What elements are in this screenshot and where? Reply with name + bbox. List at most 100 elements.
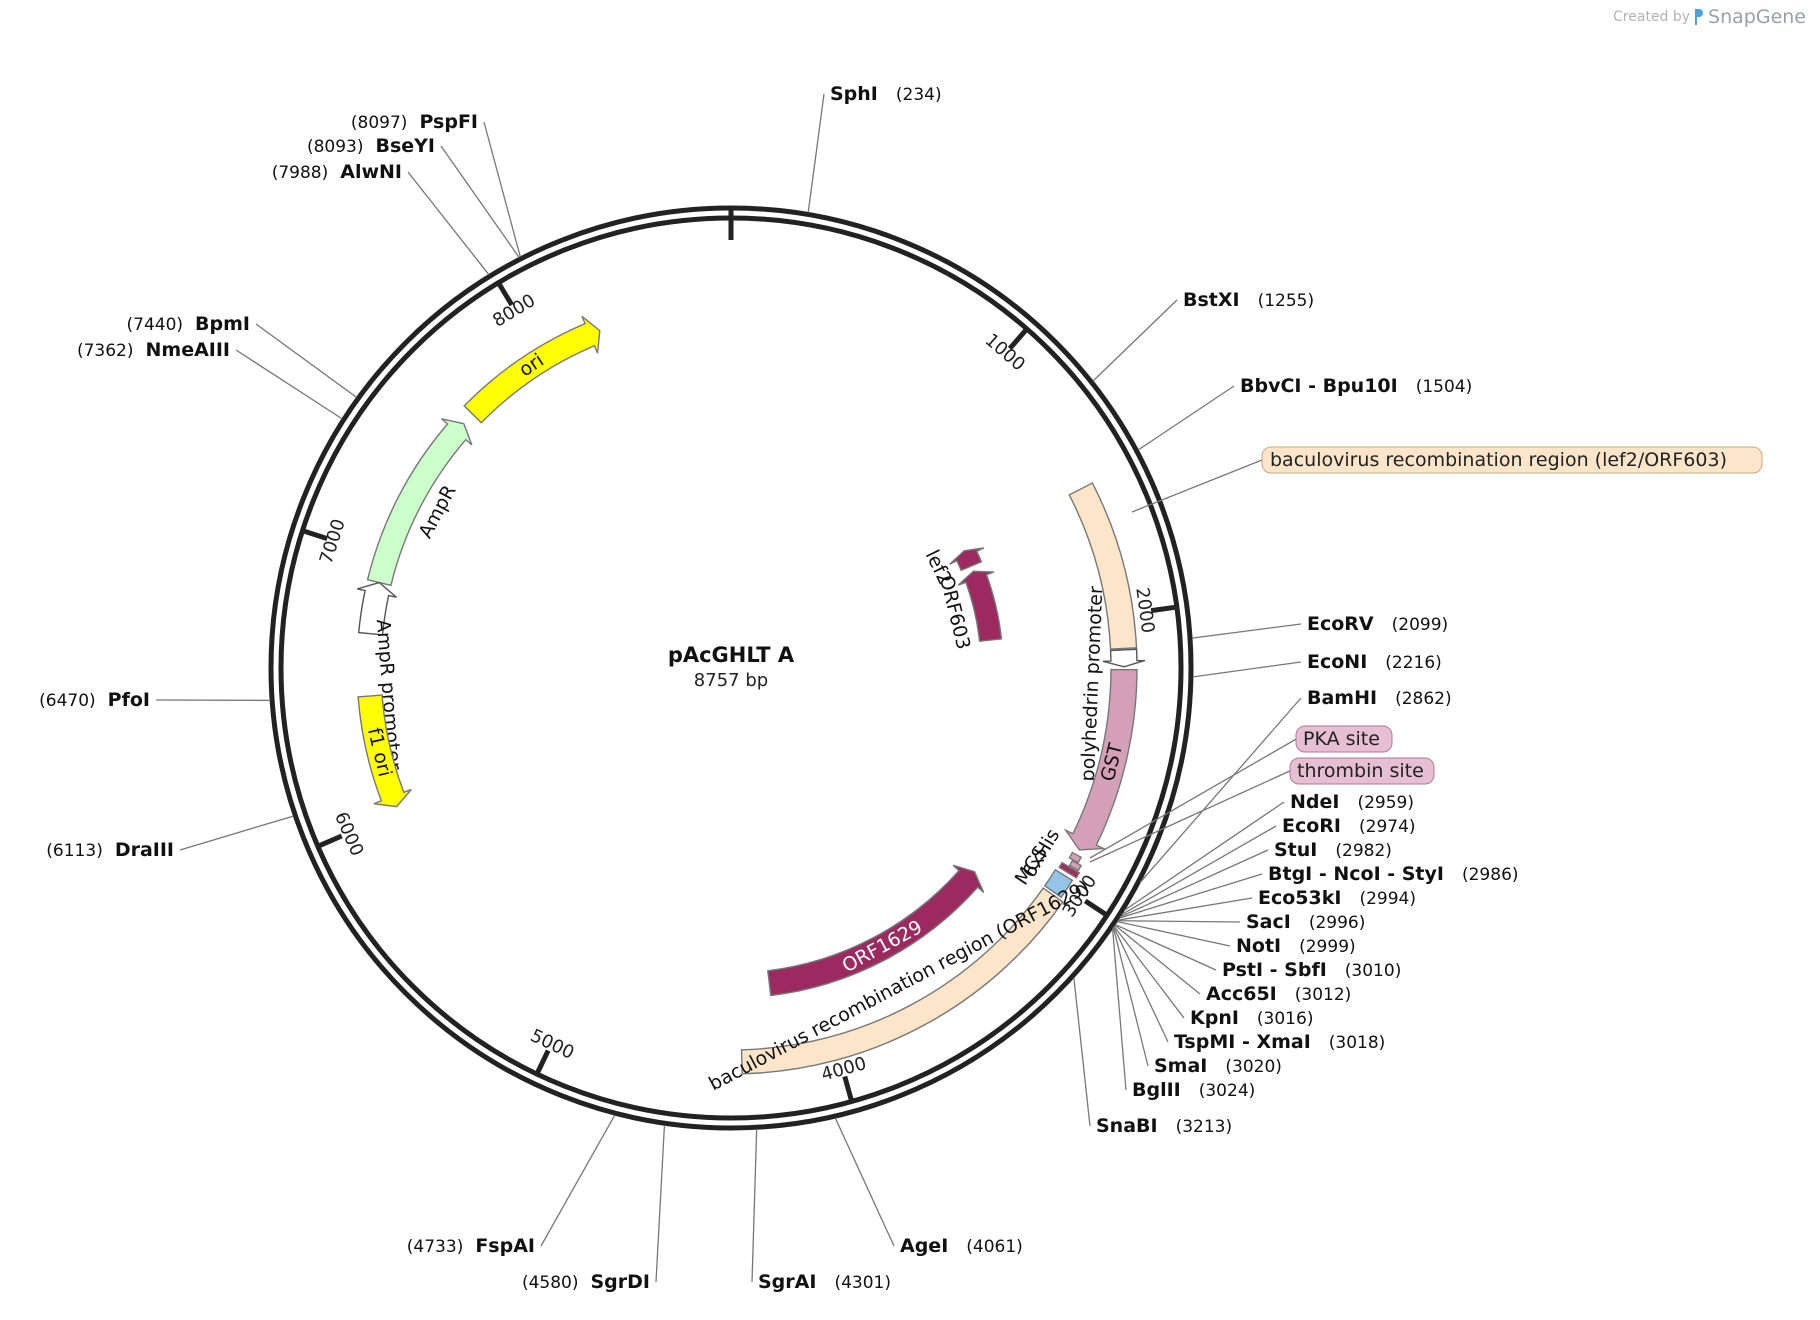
- site-line-sphi: [807, 93, 825, 213]
- callout-box[interactable]: [1289, 757, 1435, 785]
- site-line-noti: [1117, 920, 1231, 947]
- site-position: (7440): [127, 315, 184, 335]
- site-noti[interactable]: NotI (2999): [1236, 935, 1356, 957]
- site-line-bpmi: [255, 323, 357, 398]
- site-pspfi[interactable]: (8097)PspFI: [351, 111, 478, 133]
- site-smai[interactable]: SmaI(3020): [1154, 1055, 1282, 1077]
- site-alwni[interactable]: (7988)AlwNI: [272, 161, 402, 183]
- feature-callouts: baculovirus recombination region (lef2/O…: [1089, 446, 1763, 863]
- tick-mark: [842, 1075, 855, 1103]
- site-name: NotI: [1236, 935, 1281, 957]
- site-bamhi[interactable]: BamHI(2862): [1307, 687, 1452, 709]
- feature-thrombin-site[interactable]: [1068, 859, 1083, 872]
- tick-label: 5000: [527, 1025, 577, 1064]
- feature-polyhedrin-promoter[interactable]: [1102, 648, 1146, 668]
- feature-6xhis[interactable]: [1058, 861, 1081, 879]
- site-bglii[interactable]: BglII(3024): [1132, 1079, 1255, 1101]
- site-psti-sbfi[interactable]: PstI - SbfI(3010): [1222, 959, 1401, 981]
- feature-label-baculovirus-recombination-region-orf1629: baculovirus recombination region (ORF162…: [705, 876, 1093, 1095]
- site-saci[interactable]: SacI(2996): [1246, 911, 1365, 933]
- tick-mark: [1083, 898, 1109, 918]
- site-name: EcoNI: [1307, 651, 1367, 673]
- tick-mark: [316, 833, 343, 849]
- feature-baculovirus-recombination-region-orf1629[interactable]: [740, 887, 1064, 1075]
- site-bstxi[interactable]: BstXI(1255): [1183, 289, 1314, 311]
- site-position: (1504): [1416, 377, 1473, 397]
- plasmid-name: pAcGHLT A: [668, 643, 795, 667]
- site-econi[interactable]: EcoNI (2216): [1307, 651, 1442, 673]
- feature-ampr[interactable]: [366, 418, 473, 587]
- site-btgi-ncoi-styi[interactable]: BtgI - NcoI - StyI(2986): [1268, 863, 1519, 885]
- site-sgrdi[interactable]: (4580)SgrDI: [522, 1271, 650, 1293]
- site-position: (3018): [1329, 1033, 1386, 1053]
- site-nmeaiii[interactable]: (7362)NmeAIII: [77, 339, 230, 361]
- site-line-nmeaiii: [235, 349, 343, 420]
- site-name: EcoRV: [1307, 613, 1374, 635]
- site-acc65i[interactable]: Acc65I(3012): [1206, 983, 1351, 1005]
- site-position: (6470): [39, 691, 96, 711]
- site-eco53ki[interactable]: Eco53kI(2994): [1258, 887, 1416, 909]
- backbone-outer-ring: [268, 205, 1194, 1131]
- feature-orf1629[interactable]: [767, 864, 985, 997]
- site-ndei[interactable]: NdeI(2959): [1290, 791, 1414, 813]
- feature-lef2[interactable]: [949, 547, 985, 572]
- site-name: BstXI: [1183, 289, 1240, 311]
- site-ecori[interactable]: EcoRI(2974): [1282, 815, 1416, 837]
- site-line-fspai: [540, 1114, 616, 1247]
- site-sphi[interactable]: SphI (234): [830, 83, 942, 105]
- site-name: BseYI: [375, 135, 435, 157]
- site-name: EcoRI: [1282, 815, 1341, 837]
- site-line-pspfi: [483, 121, 521, 258]
- callout-pka-site: PKA site: [1303, 728, 1380, 750]
- site-line-ndei: [1123, 801, 1285, 911]
- site-position: (4061): [966, 1237, 1023, 1257]
- site-position: (2216): [1385, 653, 1442, 673]
- site-name: Acc65I: [1206, 983, 1277, 1005]
- site-sgrai[interactable]: SgrAI(4301): [758, 1271, 891, 1293]
- tick-mark: [1150, 604, 1178, 614]
- site-draiii[interactable]: (6113)DraIII: [46, 839, 174, 861]
- callout-box[interactable]: [1295, 725, 1393, 753]
- site-position: (7988): [272, 163, 329, 183]
- site-tspmi-xmai[interactable]: TspMI - XmaI (3018): [1174, 1031, 1385, 1053]
- feature-orf603[interactable]: [957, 570, 1003, 643]
- site-stui[interactable]: StuI(2982): [1274, 839, 1392, 861]
- backbone-inner-ring: [278, 215, 1184, 1121]
- feature-f1-ori[interactable]: [357, 694, 412, 808]
- callout-box[interactable]: [1261, 446, 1763, 474]
- site-agei[interactable]: AgeI(4061): [900, 1235, 1023, 1257]
- feature-pka-site[interactable]: [1068, 851, 1083, 864]
- tick-mark: [1007, 327, 1029, 351]
- site-name: TspMI - XmaI: [1174, 1031, 1311, 1053]
- site-bpmi[interactable]: (7440) BpmI: [127, 313, 250, 335]
- site-name: BpmI: [195, 313, 250, 335]
- site-name: SgrAI: [758, 1271, 816, 1293]
- site-bbvci-bpu10i[interactable]: BbvCI - Bpu10I(1504): [1240, 375, 1472, 397]
- site-position: (3016): [1257, 1009, 1314, 1029]
- site-name: SmaI: [1154, 1055, 1207, 1077]
- site-line-bbvci-bpu10i: [1137, 385, 1235, 451]
- site-name: NdeI: [1290, 791, 1339, 813]
- feature-baculovirus-recombination-region-lef2-orf603[interactable]: [1068, 482, 1138, 650]
- site-line-agei: [834, 1117, 895, 1247]
- site-snabi[interactable]: SnaBI(3213): [1096, 1115, 1232, 1137]
- feature-ampr-promoter[interactable]: [357, 581, 397, 636]
- site-position: (2999): [1299, 937, 1356, 957]
- site-pfoi[interactable]: (6470)PfoI: [39, 689, 150, 711]
- site-position: (2862): [1395, 689, 1452, 709]
- site-name: SphI: [830, 83, 878, 105]
- site-position: (2982): [1335, 841, 1392, 861]
- tick-mark: [534, 1049, 551, 1076]
- site-position: (234): [896, 85, 942, 105]
- feature-ori[interactable]: [463, 315, 601, 424]
- site-ecorv[interactable]: EcoRV(2099): [1307, 613, 1448, 635]
- tick-label: 7000: [316, 516, 350, 566]
- feature-mcs[interactable]: [1043, 868, 1074, 899]
- site-name: KpnI: [1190, 1007, 1239, 1029]
- site-kpni[interactable]: KpnI (3016): [1190, 1007, 1313, 1029]
- site-fspai[interactable]: (4733)FspAI: [407, 1235, 535, 1257]
- feature-gst[interactable]: [1063, 668, 1138, 851]
- site-bseyi[interactable]: (8093)BseYI: [307, 135, 435, 157]
